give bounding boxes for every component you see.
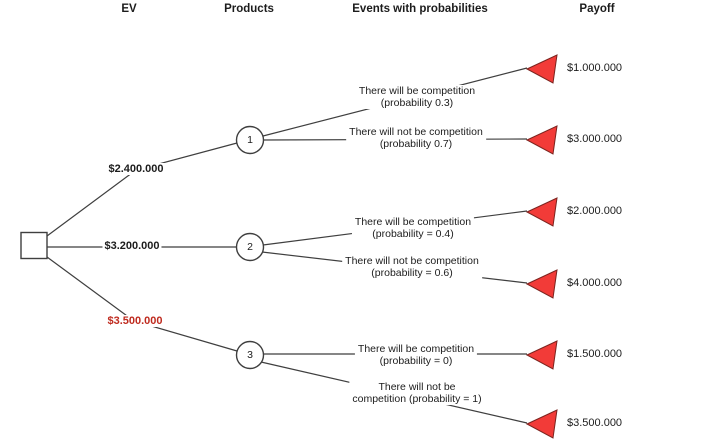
event-probability: competition (probability = 1) — [352, 393, 482, 405]
payoff-triangle-icon — [525, 197, 558, 227]
decision-node-square — [20, 231, 48, 260]
event-label-2-no-competition: There will not be competition (probabili… — [342, 255, 482, 279]
tree-nodes — [20, 125, 265, 370]
payoff-triangle-icon — [525, 54, 558, 84]
event-probability: (probability = 0.4) — [372, 228, 454, 240]
product-node-label-1: 1 — [247, 134, 253, 146]
product-node-3 — [235, 340, 265, 370]
branch-line-product-3 — [46, 256, 238, 352]
event-text-line1: There will not be — [378, 381, 456, 393]
product-node-label-2: 2 — [247, 241, 253, 253]
payoff-value-1: $1.000.000 — [567, 62, 623, 74]
event-label-3-no-competition: There will not be competition (probabili… — [349, 381, 485, 405]
column-header-ev: EV — [121, 3, 137, 15]
event-text-line1: There will not be competition — [345, 255, 479, 267]
product-node-label-3: 3 — [247, 349, 253, 361]
product-node-1 — [235, 125, 265, 155]
ev-value-product-3-highlighted: $3.500.000 — [105, 315, 165, 327]
payoff-triangles — [525, 54, 558, 439]
payoff-triangle-icon — [525, 125, 558, 155]
event-text-line1: There will be competition — [354, 216, 472, 228]
event-probability: (probability 0.7) — [379, 138, 453, 150]
payoff-value-6: $3.500.000 — [567, 417, 623, 429]
payoff-value-5: $1.500.000 — [567, 348, 623, 360]
column-header-events: Events with probabilities — [352, 3, 488, 15]
event-text-line1: There will not be competition — [349, 126, 483, 138]
payoff-triangle-icon — [525, 340, 558, 370]
event-probability: (probability 0.3) — [380, 97, 454, 109]
payoff-value-4: $4.000.000 — [567, 277, 623, 289]
event-probability: (probability = 0) — [379, 355, 453, 367]
event-label-3-competition: There will be competition (probability =… — [354, 343, 478, 367]
ev-value-product-1: $2.400.000 — [106, 163, 166, 175]
ev-value-product-2: $3.200.000 — [102, 240, 162, 252]
column-header-products: Products — [224, 3, 274, 15]
event-label-1-competition: There will be competition (probability 0… — [355, 85, 479, 109]
column-header-payoff: Payoff — [579, 3, 615, 15]
event-label-1-no-competition: There will not be competition (probabili… — [346, 126, 486, 150]
product-node-2 — [235, 232, 265, 262]
payoff-triangle-icon — [525, 409, 558, 439]
payoff-value-2: $3.000.000 — [567, 133, 623, 145]
event-text-line1: There will be competition — [358, 85, 476, 97]
event-label-2-competition: There will be competition (probability =… — [351, 216, 475, 240]
payoff-triangle-icon — [525, 269, 558, 299]
event-text-line1: There will be competition — [357, 343, 475, 355]
branch-line-product-1 — [46, 142, 238, 237]
payoff-value-3: $2.000.000 — [567, 205, 623, 217]
event-probability: (probability = 0.6) — [371, 267, 453, 279]
